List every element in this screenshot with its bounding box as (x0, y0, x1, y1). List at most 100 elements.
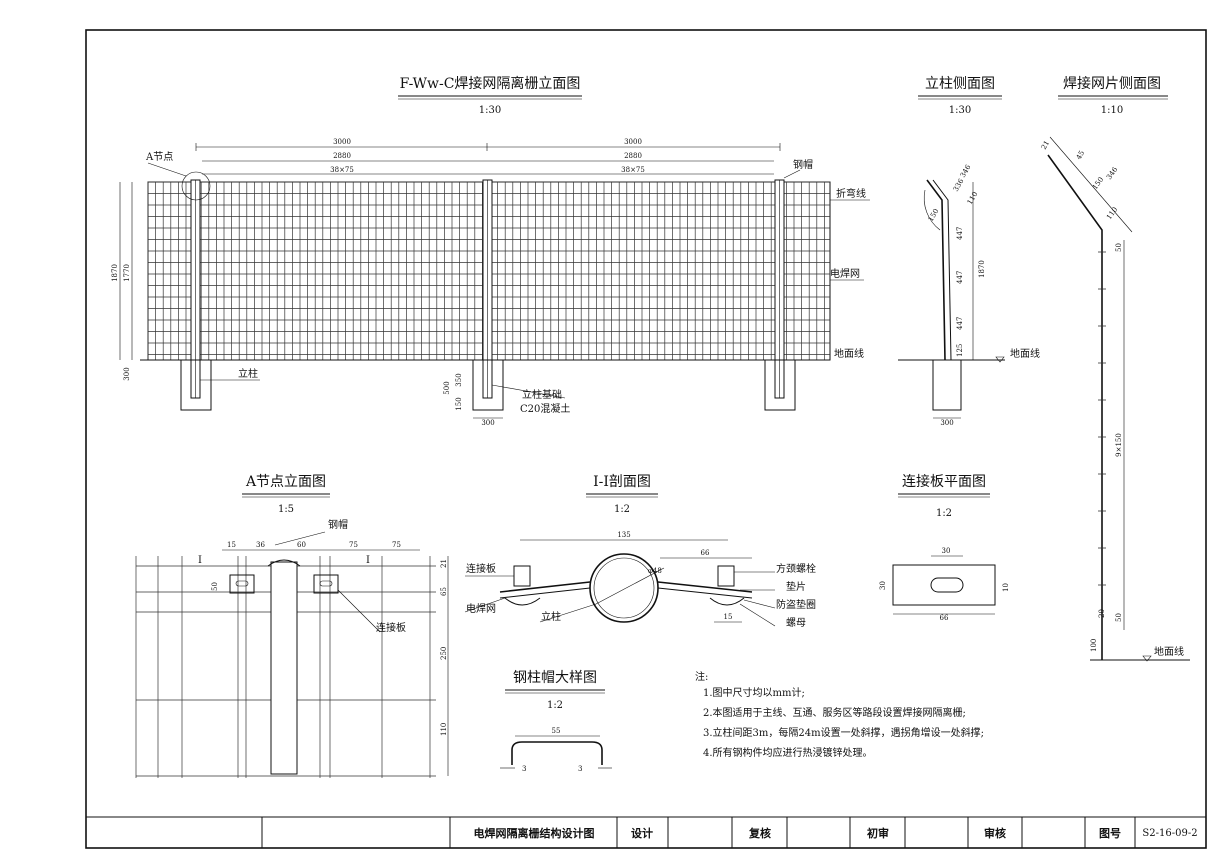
ps-dim-300: 300 (940, 419, 953, 427)
ms-dim-50-bottom: 50 (1115, 613, 1123, 622)
na-label-plate: 连接板 (376, 621, 406, 634)
pl-dim-10: 10 (1002, 583, 1010, 592)
plate-view: 连接板平面图 1:2 30 66 30 10 (879, 473, 1010, 622)
pl-dim-66: 66 (940, 614, 949, 622)
cap-detail-view: 钢柱帽大样图 1:2 55 3 3 (500, 670, 612, 773)
elevation-view: F-Ww-C焊接网隔离栅立面图 1:30 3000 3000 2880 2880… (111, 75, 870, 427)
na-dim-110: 110 (440, 723, 448, 736)
section-title: I-I剖面图 (593, 474, 651, 490)
cap-dim-3-left: 3 (522, 765, 526, 773)
na-dim-50: 50 (211, 582, 219, 591)
elevation-title: F-Ww-C焊接网隔离栅立面图 (400, 75, 581, 92)
plate-slot (930, 577, 964, 593)
se-label-mesh: 电焊网 (466, 602, 496, 615)
dim-150: 150 (455, 397, 463, 410)
post-side-title: 立柱侧面图 (925, 76, 995, 92)
plate-outline (892, 564, 996, 606)
notes: 注: 1.图中尺寸均以mm计; 2.本图适用于主线、互通、服务区等路段设置焊接网… (695, 670, 984, 759)
section-scale: 1:2 (614, 504, 630, 515)
se-dim-66: 66 (701, 549, 710, 557)
dim-500: 500 (443, 381, 451, 394)
ps-dim-447-2: 447 (956, 271, 964, 284)
title-review: 复核 (748, 826, 771, 840)
pl-dim-30-h: 30 (879, 581, 887, 590)
note-3: 3.立柱间距3m，每隔24m设置一处斜撑，遇拐角增设一处斜撑; (703, 726, 984, 739)
section-view: I-I剖面图 1:2 135 66 φ48 15 连接板 电焊网 立柱 方颈螺栓… (464, 474, 816, 629)
dim-grid-2: 38×75 (621, 166, 645, 174)
plate-scale: 1:2 (936, 508, 952, 519)
dim-foundation-width: 300 (481, 419, 494, 427)
ms-dim-50-top: 50 (1115, 243, 1123, 252)
ps-dim-110: 110 (966, 190, 980, 206)
title-initial: 初审 (867, 826, 889, 840)
section-bolt-left (513, 565, 531, 587)
na-section-mark-right: I (366, 555, 370, 566)
ms-dim-100: 100 (1090, 639, 1098, 652)
se-dim-phi48: φ48 (648, 567, 662, 575)
na-section-mark-left: I (198, 555, 202, 566)
node-a-plate-right (313, 574, 339, 594)
title-approve: 审核 (984, 826, 1006, 840)
note-4: 4.所有钢构件均应进行热浸镀锌处理。 (703, 746, 873, 759)
mesh-grid (147, 181, 830, 360)
label-mesh: 电焊网 (830, 267, 860, 280)
na-dim-75-b: 75 (392, 541, 401, 549)
post-1 (190, 179, 201, 399)
mesh-side-title: 焊接网片侧面图 (1063, 75, 1161, 92)
label-concrete: C20混凝土 (520, 402, 570, 415)
se-label-nut: 螺母 (786, 617, 806, 629)
ms-dim-45: 45 (1075, 149, 1086, 161)
dim-span-1: 3000 (333, 138, 351, 146)
se-label-bolt: 方颈螺栓 (776, 562, 816, 575)
section-plates (499, 581, 753, 593)
section-bolt-right (717, 565, 735, 587)
ms-dim-346: 346 (1105, 165, 1120, 181)
node-a-post (270, 561, 298, 775)
ps-dim-346: 346 (959, 163, 973, 179)
cap-profile (511, 741, 603, 765)
cap-dim-55: 55 (552, 727, 561, 735)
node-a-title: A节点立面图 (245, 474, 326, 490)
mesh-side-view: 焊接网片侧面图 1:10 21 45 346 150 110 50 9×150 … (1040, 75, 1190, 662)
ps-dim-r150: 150 (927, 207, 941, 223)
node-a-callout-circle (181, 171, 211, 201)
dim-clear-1: 2880 (333, 152, 351, 160)
na-dim-21: 21 (440, 559, 448, 568)
se-dim-135: 135 (617, 531, 630, 539)
dim-350: 350 (455, 373, 463, 386)
ps-dim-447-1: 447 (956, 227, 964, 240)
ps-dim-1870: 1870 (978, 260, 986, 278)
ps-dim-336: 336 (952, 177, 966, 193)
title-design: 设计 (631, 826, 653, 840)
post-3 (774, 179, 785, 399)
title-drawing-no-label: 图号 (1099, 827, 1121, 840)
title-drawing-no: S2-16-09-2 (1142, 828, 1197, 839)
label-cap: 钢帽 (793, 158, 813, 171)
se-label-post: 立柱 (541, 610, 561, 623)
label-node-a: A节点 (145, 151, 173, 163)
ms-dim-110: 110 (1105, 206, 1119, 222)
na-dim-36: 36 (256, 541, 265, 549)
se-label-plate: 连接板 (466, 562, 496, 575)
na-dim-60: 60 (297, 541, 306, 549)
ps-label-ground: 地面线 (1010, 347, 1040, 360)
label-fold-line: 折弯线 (836, 187, 866, 200)
cap-dim-3-right: 3 (578, 765, 582, 773)
ps-dim-125: 125 (956, 344, 964, 357)
label-post: 立柱 (238, 367, 258, 380)
cap-scale: 1:2 (547, 700, 563, 711)
sheet-border (85, 29, 1207, 849)
node-a-scale: 1:5 (278, 504, 294, 515)
post-side-view: 立柱侧面图 1:30 346 336 110 150 447 447 447 1… (898, 76, 1040, 427)
post-side-bent-post (926, 179, 946, 361)
note-2: 2.本图适用于主线、互通、服务区等路段设置焊接网隔离栅; (703, 706, 966, 719)
na-dim-15: 15 (227, 541, 236, 549)
post-side-scale: 1:30 (949, 105, 971, 116)
dim-height-total: 1870 (111, 264, 119, 282)
se-label-washer: 垫片 (786, 580, 806, 593)
na-dim-250: 250 (440, 647, 448, 660)
ms-dim-20: 20 (1098, 609, 1106, 618)
note-1: 1.图中尺寸均以mm计; (703, 686, 805, 699)
se-dim-15: 15 (724, 613, 733, 621)
dim-clear-2: 2880 (624, 152, 642, 160)
